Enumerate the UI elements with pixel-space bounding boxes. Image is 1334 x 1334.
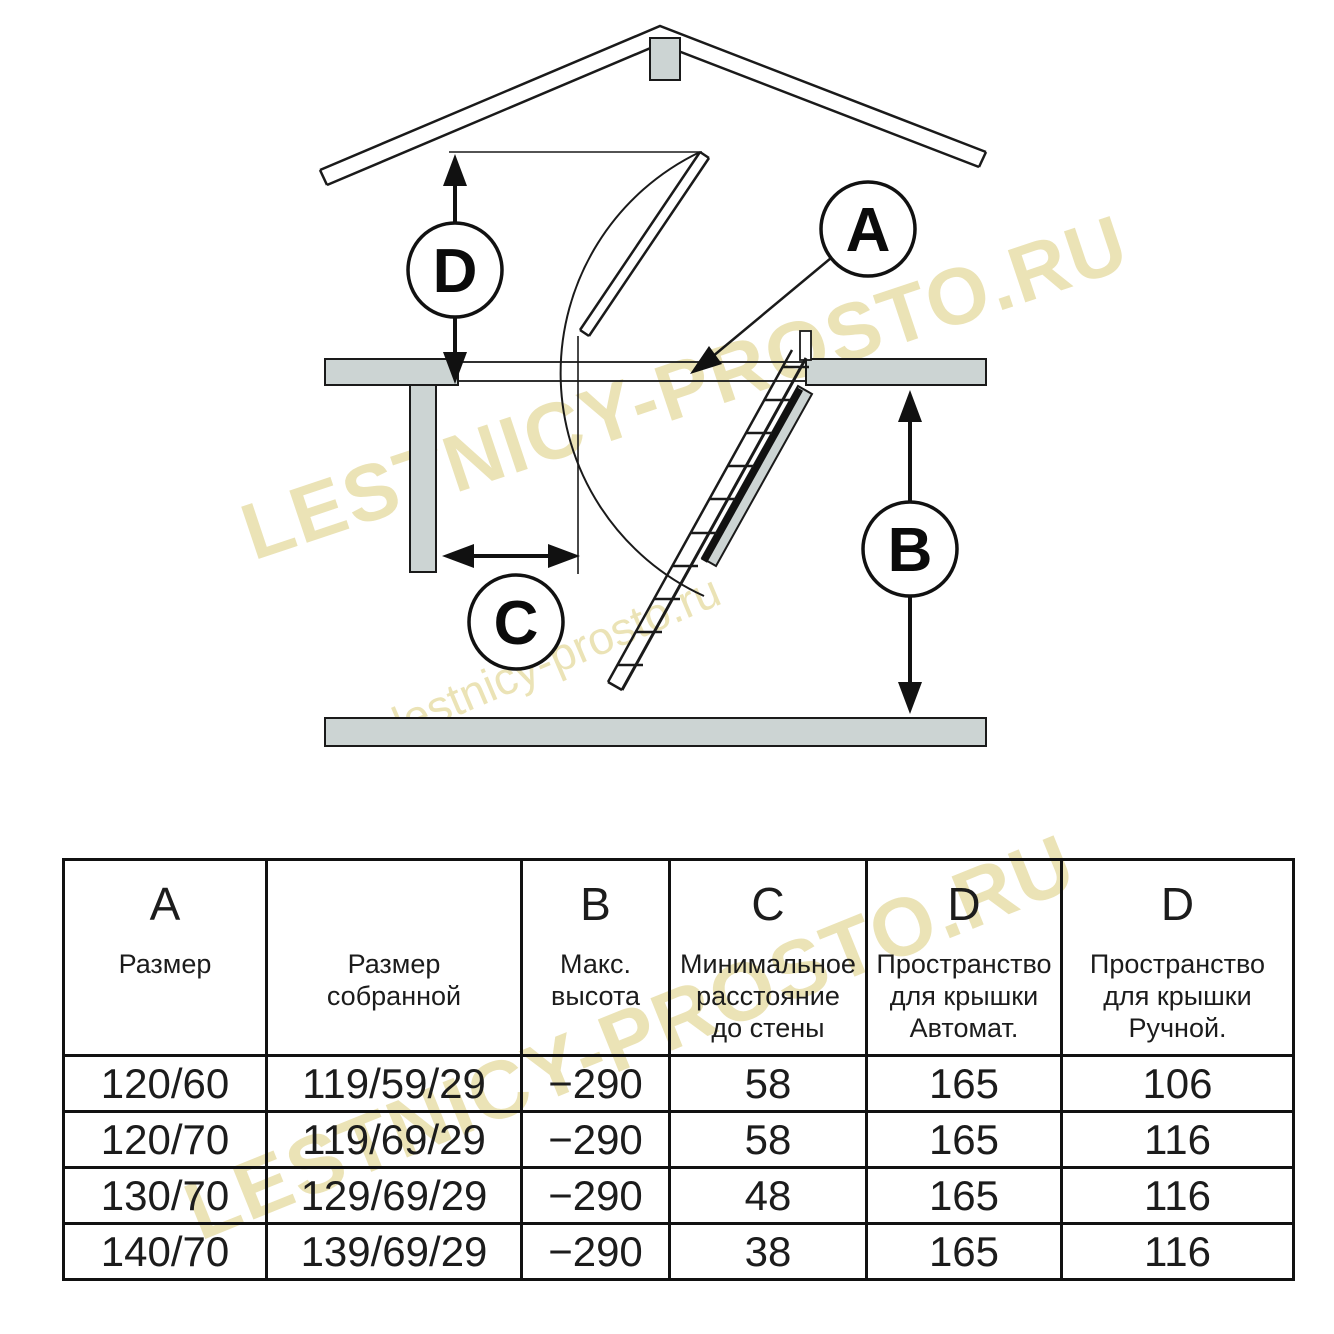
cell-size: 130/70 [62,1166,268,1225]
arrowhead-up [898,390,922,422]
arrowhead-down [443,352,467,384]
col-letter-blank [268,875,520,933]
col-title-min-wall-distance: Минимальное расстояние до стены [680,949,856,1043]
ceiling [324,330,987,573]
cell-lid-space-auto: 165 [865,1166,1063,1225]
cell-size: 140/70 [62,1222,268,1281]
cell-assembled-size: 139/69/29 [265,1222,523,1281]
cell-size: 120/70 [62,1110,268,1169]
roof [318,24,988,187]
marker-b: B [861,500,959,598]
hatch-frame [457,361,807,382]
cell-lid-space-auto: 165 [865,1110,1063,1169]
ladder-rungs [617,365,809,667]
ladder-diagram: A D C B [318,24,988,747]
marker-d: D [406,221,504,319]
cell-min-wall-distance: 58 [668,1054,868,1113]
dimensions-table-wrap: A Размер Размер собранной B Макс. высота… [62,858,1295,1281]
cell-lid-space-auto: 165 [865,1222,1063,1281]
cell-lid-space-manual: 116 [1060,1222,1295,1281]
col-title-lid-space-auto: Пространство для крышки Автомат. [876,949,1052,1043]
cell-lid-space-manual: 106 [1060,1054,1295,1113]
col-header-max-height: B Макс. высота [520,858,671,1057]
cell-min-wall-distance: 58 [668,1110,868,1169]
table-row: 120/70 119/69/29 −290 58 165 116 [62,1110,1295,1169]
col-header-lid-space-auto: D Пространство для крышки Автомат. [865,858,1063,1057]
col-header-assembled-size: Размер собранной [265,858,523,1057]
arrowhead-left [442,544,474,568]
marker-a-letter: A [846,196,891,265]
swing-arc [559,151,705,597]
cell-assembled-size: 129/69/29 [265,1166,523,1225]
arrowhead-up [443,154,467,186]
col-title-size: Размер [118,949,212,979]
col-header-lid-space-manual: D Пространство для крышки Ручной. [1060,858,1295,1057]
cell-max-height: −290 [520,1222,671,1281]
ladder [606,349,809,692]
cell-max-height: −290 [520,1110,671,1169]
cell-max-height: −290 [520,1166,671,1225]
cell-size: 120/60 [62,1054,268,1113]
marker-b-letter: B [888,516,933,585]
marker-a: A [819,180,917,278]
col-header-min-wall-distance: C Минимальное расстояние до стены [668,858,868,1057]
cell-assembled-size: 119/69/29 [265,1110,523,1169]
col-letter-d-manual: D [1160,878,1195,930]
folded-lid-packet [700,384,814,568]
table-row: 140/70 139/69/29 −290 38 165 116 [62,1222,1295,1281]
hinge-bracket [799,330,812,361]
col-title-lid-space-manual: Пространство для крышки Ручной. [1089,949,1266,1043]
cell-assembled-size: 119/59/29 [265,1054,523,1113]
arrowhead-right [548,544,580,568]
col-letter-b: B [580,878,611,930]
ceiling-right-beam [805,358,987,386]
col-letter-d-auto: D [947,878,981,930]
table-header-row: A Размер Размер собранной B Макс. высота… [62,858,1295,1057]
col-title-max-height: Макс. высота [550,949,641,1011]
table-row: 130/70 129/69/29 −290 48 165 116 [62,1166,1295,1225]
label-a-leader [690,257,832,374]
col-letter-a: A [149,878,181,930]
cell-lid-space-auto: 165 [865,1054,1063,1113]
marker-c-letter: C [494,589,539,658]
dimensions-table: A Размер Размер собранной B Макс. высота… [62,858,1295,1281]
col-letter-c: C [751,878,785,930]
cell-min-wall-distance: 38 [668,1222,868,1281]
hatch-lid-open [578,150,711,338]
cell-lid-space-manual: 116 [1060,1166,1295,1225]
dimension-c [442,336,580,574]
arrowhead-down [898,682,922,714]
table-row: 120/60 119/59/29 −290 58 165 106 [62,1054,1295,1113]
arrowhead [690,346,722,374]
col-title-assembled-size: Размер собранной [326,949,462,1011]
ceiling-left-beam [324,358,459,386]
cell-lid-space-manual: 116 [1060,1110,1295,1169]
cell-max-height: −290 [520,1054,671,1113]
marker-d-letter: D [433,237,478,306]
wall-post [409,384,437,573]
chimney [649,37,681,81]
floor-beam [324,717,987,747]
col-header-size: A Размер [62,858,268,1057]
cell-min-wall-distance: 48 [668,1166,868,1225]
marker-c: C [467,573,565,671]
